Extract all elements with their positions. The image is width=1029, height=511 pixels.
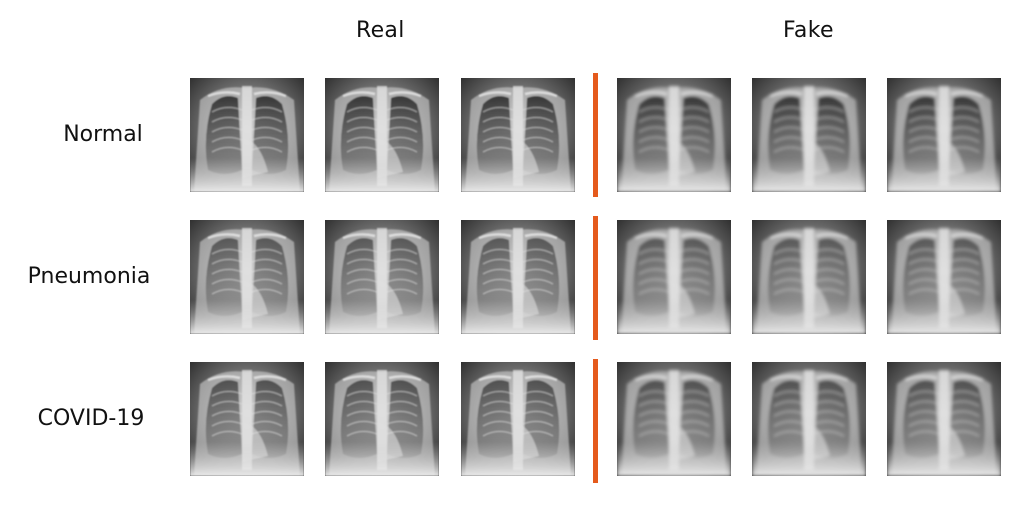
xray-normal-fake-1	[617, 78, 731, 192]
xray-normal-fake-2	[752, 78, 866, 192]
xray-covid-real-1	[190, 362, 304, 476]
row-label-pneumonia: Pneumonia	[27, 264, 151, 289]
xray-normal-real-1	[190, 78, 304, 192]
xray-pneumonia-real-2	[325, 220, 439, 334]
xray-pneumonia-real-1	[190, 220, 304, 334]
divider-row-1	[593, 73, 598, 197]
xray-covid-fake-3	[887, 362, 1001, 476]
xray-normal-fake-3	[887, 78, 1001, 192]
divider-row-3	[593, 359, 598, 483]
xray-normal-real-2	[325, 78, 439, 192]
xray-pneumonia-fake-1	[617, 220, 731, 334]
xray-covid-real-3	[461, 362, 575, 476]
divider-row-2	[593, 216, 598, 340]
xray-pneumonia-fake-2	[752, 220, 866, 334]
xray-normal-real-3	[461, 78, 575, 192]
xray-pneumonia-real-3	[461, 220, 575, 334]
xray-pneumonia-fake-3	[887, 220, 1001, 334]
real-column-header: Real	[356, 18, 405, 43]
xray-covid-fake-2	[752, 362, 866, 476]
xray-covid-real-2	[325, 362, 439, 476]
row-label-covid: COVID-19	[37, 406, 145, 431]
fake-column-header: Fake	[783, 18, 834, 43]
xray-covid-fake-1	[617, 362, 731, 476]
row-label-normal: Normal	[63, 122, 143, 147]
